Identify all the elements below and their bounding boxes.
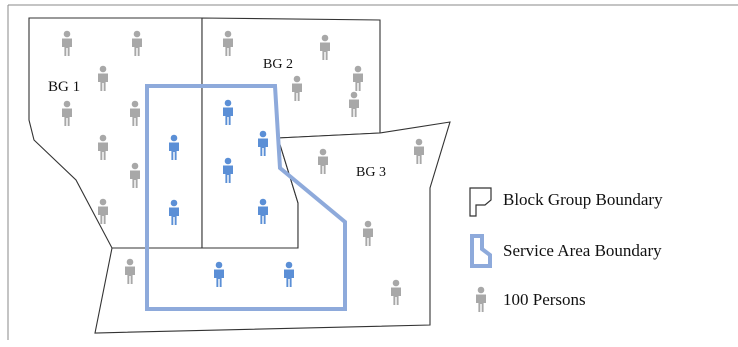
block-group-1-label-text: BG 1: [48, 79, 80, 95]
block-group-3-label: BG 3: [356, 165, 386, 180]
block-group-1-label: BG 1: [48, 79, 80, 95]
legend-service-area-boundary-label: Service Area Boundary: [503, 241, 662, 260]
block-group-2-label: BG 2: [263, 57, 293, 72]
legend-person-icon: [476, 286, 486, 312]
block-group-3-polygon: [94, 121, 451, 334]
service-area-boundary: [145, 84, 347, 311]
legend-block-group-boundary-label: Block Group Boundary: [503, 190, 663, 209]
block-groups: [28, 17, 451, 334]
service-area-boundary-icon: [470, 234, 492, 268]
legend: Block Group Boundary Service Area Bounda…: [469, 187, 663, 312]
legend-persons-label: 100 Persons: [503, 290, 586, 309]
block-group-boundary-icon: [469, 187, 492, 217]
